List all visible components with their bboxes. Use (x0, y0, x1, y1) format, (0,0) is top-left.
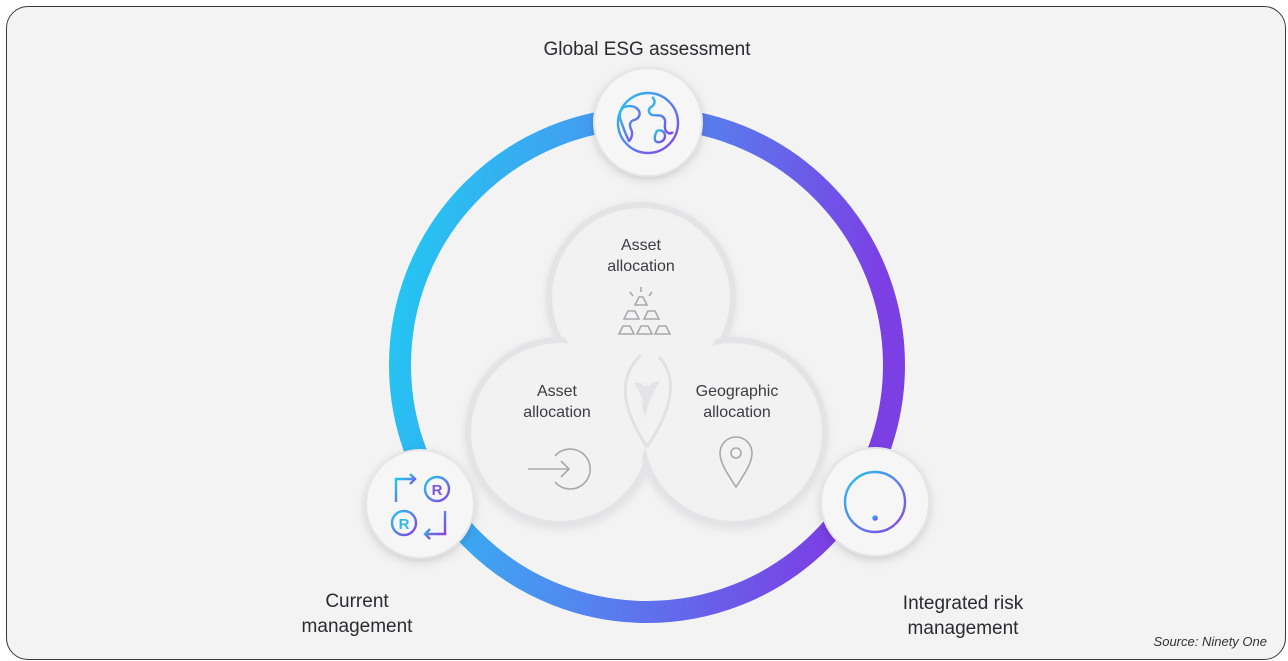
process-diagram: R R (365, 67, 930, 623)
currency-r-top: R (432, 482, 443, 499)
label-inner-right: Geographic allocation (695, 383, 779, 421)
label-inner-top: Asset allocation (607, 237, 675, 275)
diagram-frame: R R Global ESG assessment Current manage… (6, 6, 1286, 660)
alert-icon (843, 470, 907, 534)
currency-exchange-icon (390, 473, 451, 540)
label-integrated-risk: Integrated risk management (902, 593, 1024, 639)
label-current-management: Current management (301, 591, 413, 637)
globe-icon (616, 91, 680, 155)
node-top (593, 67, 703, 177)
currency-r-bottom: R (399, 516, 410, 533)
source-note: Source: Ninety One (1153, 634, 1267, 649)
inner-trefoil-fill (474, 211, 819, 518)
location-pin-icon (719, 436, 753, 489)
arrow-enter-icon (528, 448, 591, 490)
node-left (365, 449, 475, 559)
label-inner-left: Asset allocation (523, 383, 591, 421)
label-global-esg: Global ESG assessment (543, 39, 751, 60)
gold-bars-icon (617, 287, 672, 335)
